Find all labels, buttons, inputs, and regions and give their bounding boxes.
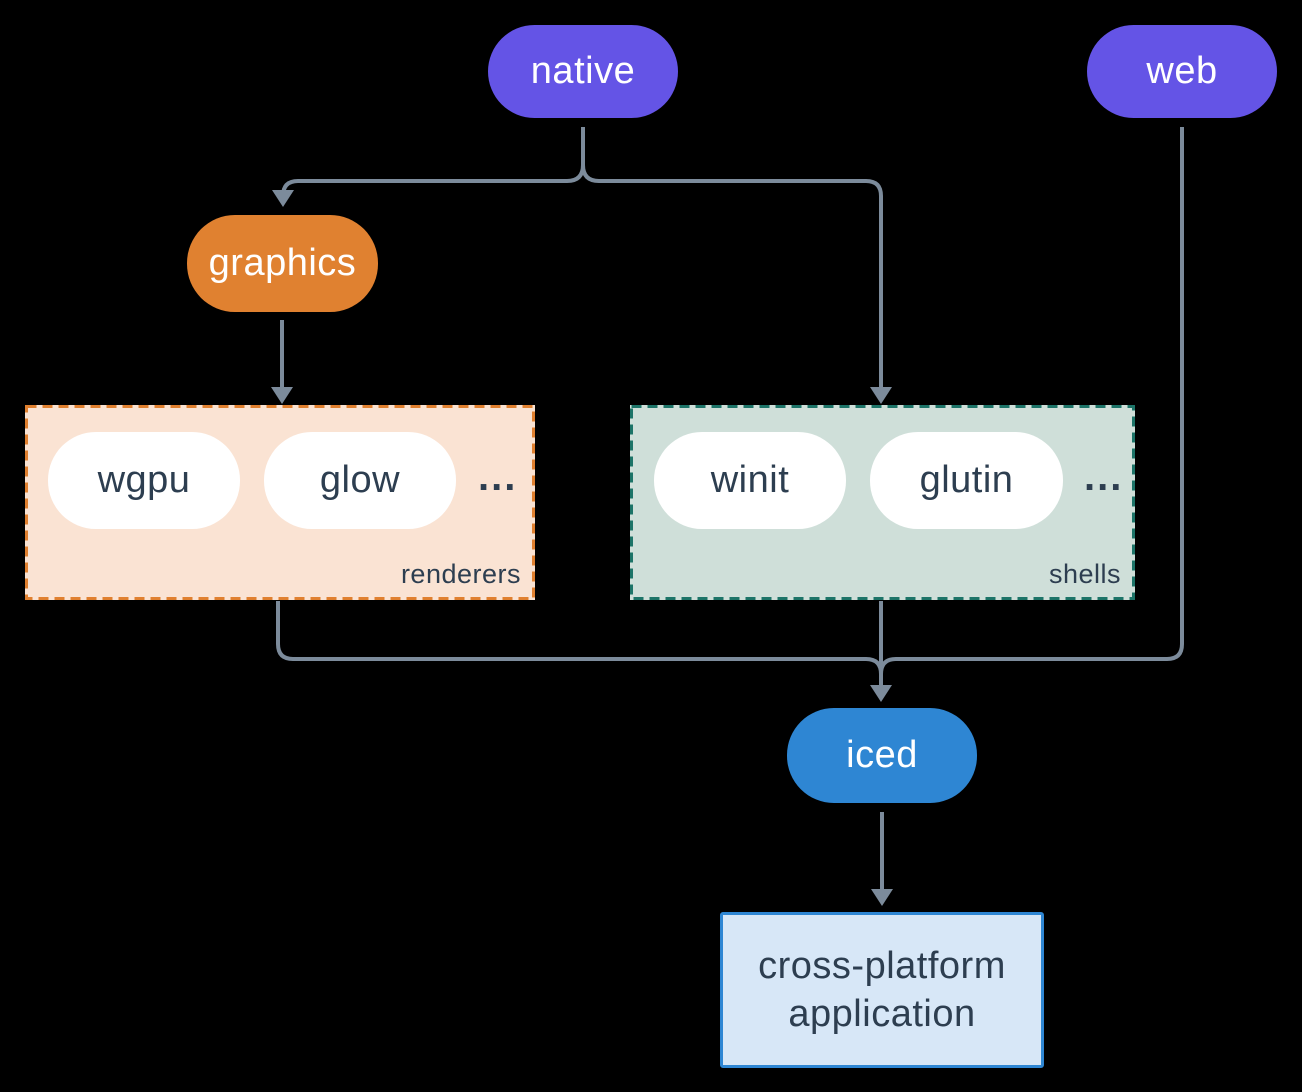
arrowhead-icon bbox=[870, 387, 892, 404]
node-cross-platform-application: cross-platform application bbox=[720, 912, 1044, 1068]
node-native: native bbox=[488, 25, 678, 118]
shells-ellipsis: ... bbox=[1084, 455, 1124, 499]
group-renderers-label: renderers bbox=[400, 559, 521, 589]
node-iced: iced bbox=[787, 708, 977, 803]
node-native-label: native bbox=[530, 50, 636, 92]
arrowhead-icon bbox=[271, 387, 293, 404]
edge-renderers-to-iced bbox=[276, 601, 883, 675]
arrowhead-icon bbox=[871, 889, 893, 906]
node-graphics-label: graphics bbox=[208, 242, 357, 284]
node-graphics: graphics bbox=[187, 215, 378, 312]
edge-native-to-shells bbox=[581, 127, 883, 388]
app-label-line2: application bbox=[788, 993, 976, 1035]
edge-native-to-graphics bbox=[281, 127, 585, 197]
group-renderers-dashed-border bbox=[25, 405, 535, 600]
arrowhead-icon bbox=[870, 685, 892, 702]
renderers-ellipsis: ... bbox=[478, 455, 518, 499]
group-shells-dashed-border bbox=[630, 405, 1135, 600]
node-web: web bbox=[1087, 25, 1277, 118]
node-winit-label: winit bbox=[710, 459, 790, 501]
arrowhead-icon bbox=[272, 190, 294, 207]
node-glutin-label: glutin bbox=[919, 459, 1014, 501]
node-wgpu-label: wgpu bbox=[97, 459, 191, 501]
node-glow: glow bbox=[264, 432, 456, 529]
node-winit: winit bbox=[654, 432, 846, 529]
app-label-line1: cross-platform bbox=[758, 945, 1006, 987]
node-web-label: web bbox=[1146, 50, 1218, 92]
node-glow-label: glow bbox=[319, 459, 401, 501]
node-wgpu: wgpu bbox=[48, 432, 240, 529]
node-iced-label: iced bbox=[846, 734, 918, 776]
node-glutin: glutin bbox=[870, 432, 1063, 529]
group-shells-label: shells bbox=[1048, 559, 1121, 589]
